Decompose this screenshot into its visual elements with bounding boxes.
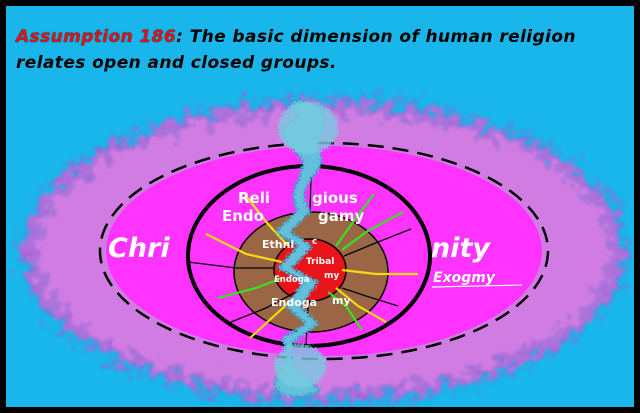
religious-label-right: gious bbox=[312, 189, 358, 207]
endogamy-label-left: Endo bbox=[222, 207, 264, 225]
inner-endogamy-label: Endoga bbox=[274, 275, 310, 285]
title-highlight: Assumption 186 bbox=[16, 27, 177, 47]
ethnic-label-right: c bbox=[312, 237, 317, 247]
title-line2: relates open and closed groups. bbox=[16, 53, 337, 73]
inner-my-label: my bbox=[324, 271, 339, 281]
title: Assumption 186: The basic dimension of h… bbox=[16, 24, 634, 76]
lower-endogamy-label: Endoga bbox=[271, 296, 317, 309]
halo-speckle bbox=[17, 94, 631, 407]
diagram-svg: Chri nity Exogmy Reli gious Endo gamy Et… bbox=[17, 94, 631, 407]
outer-label-right: nity bbox=[431, 233, 491, 264]
exogamy-underline bbox=[431, 284, 523, 288]
exogamy-label: Exogmy bbox=[433, 270, 496, 286]
outer-label-left: Chri bbox=[108, 233, 170, 264]
title-line1: : The basic dimension of human religion bbox=[176, 27, 576, 47]
tribal-label: Tribal bbox=[306, 257, 334, 267]
religious-label-left: Reli bbox=[238, 189, 270, 207]
lightning-crack bbox=[274, 99, 338, 398]
ethnic-label-left: Ethni bbox=[262, 238, 294, 251]
endogamy-label-right: gamy bbox=[318, 207, 364, 225]
green-lines bbox=[217, 193, 404, 331]
radial-lines bbox=[187, 175, 412, 347]
lower-my-label: my bbox=[332, 294, 351, 307]
